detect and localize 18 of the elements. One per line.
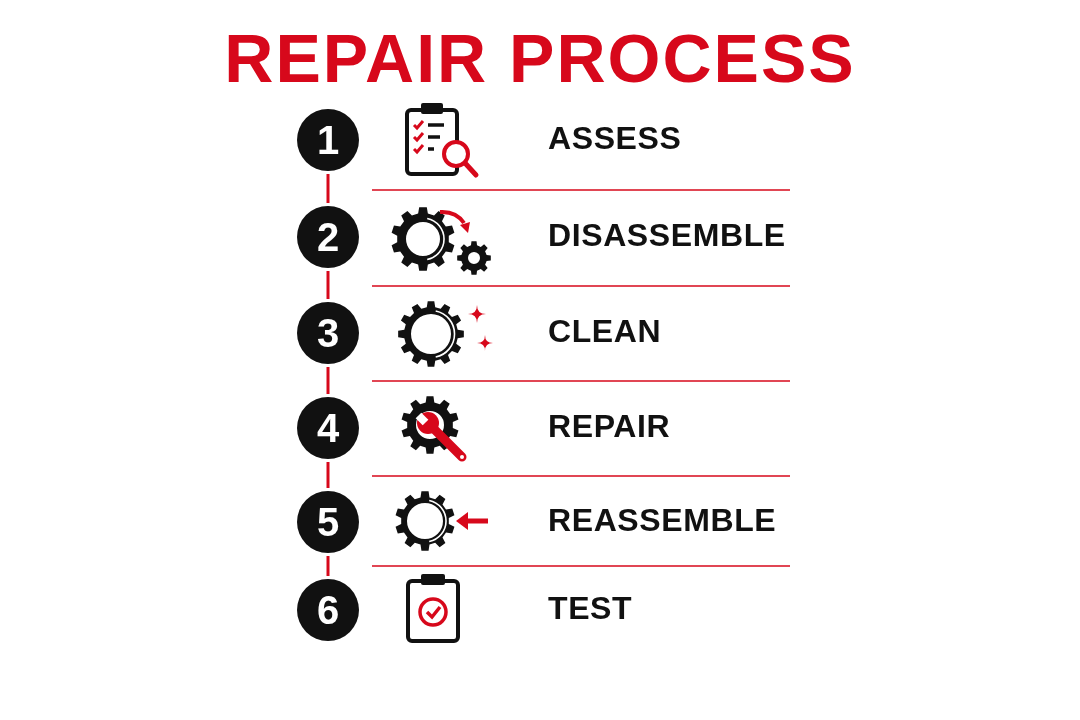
step-number-circle: 1 bbox=[297, 109, 359, 171]
step-label: REPAIR bbox=[548, 408, 671, 444]
step-number-circle: 6 bbox=[297, 579, 359, 641]
step-label: ASSESS bbox=[548, 120, 682, 156]
step-number-circle: 5 bbox=[297, 491, 359, 553]
connector-line bbox=[326, 174, 330, 203]
step-label: CLEAN bbox=[548, 313, 662, 349]
step-label: REASSEMBLE bbox=[548, 502, 777, 538]
connector-line bbox=[326, 367, 330, 394]
connector-line bbox=[326, 556, 330, 576]
connector-line bbox=[326, 462, 330, 488]
title: REPAIR PROCESS bbox=[223, 22, 857, 94]
step-number-circle: 3 bbox=[297, 302, 359, 364]
step-label: DISASSEMBLE bbox=[548, 217, 786, 253]
connector-line bbox=[326, 271, 330, 299]
step-label: TEST bbox=[548, 590, 633, 626]
step-number-circle: 2 bbox=[297, 206, 359, 268]
step-number-circle: 4 bbox=[297, 397, 359, 459]
